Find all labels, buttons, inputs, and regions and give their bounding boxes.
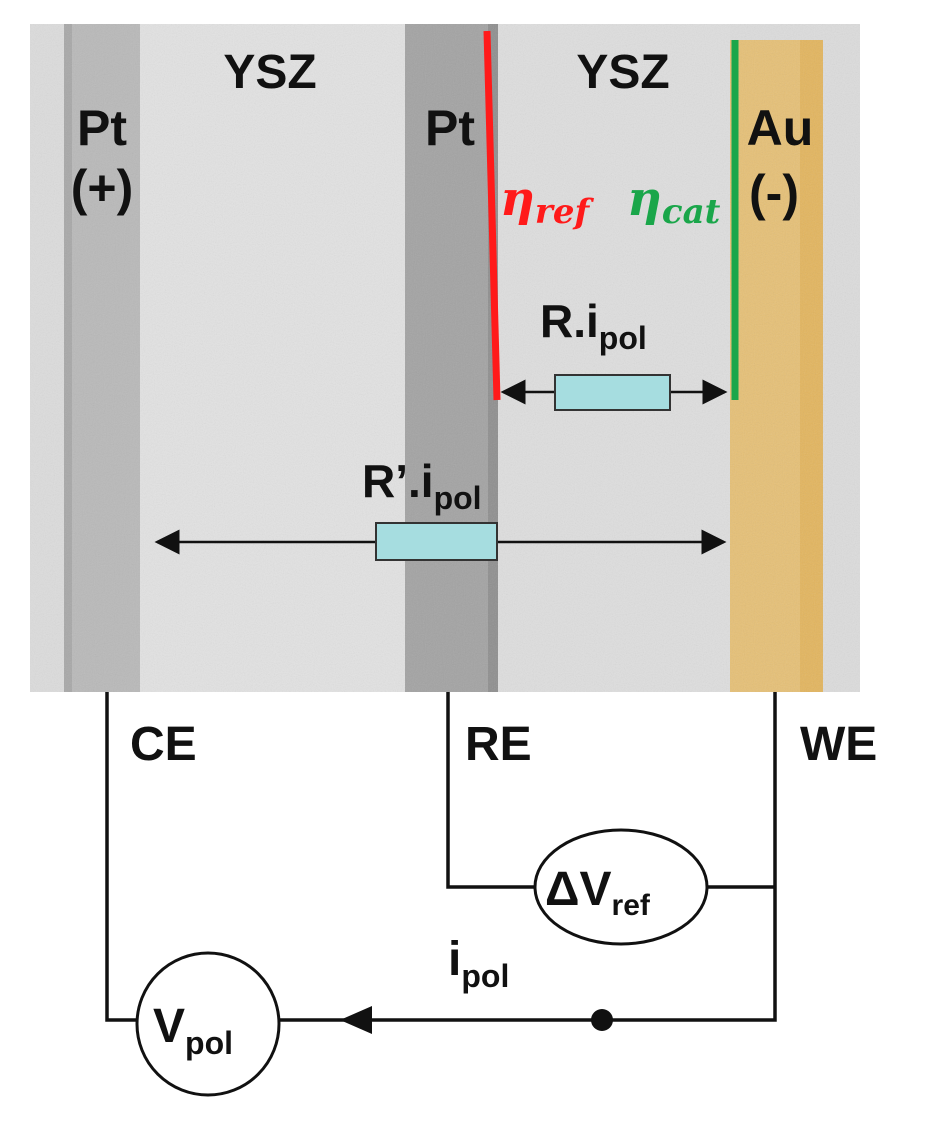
v-pol-sub: pol	[185, 1025, 233, 1061]
re-wire	[446, 692, 535, 889]
v-pol-label: Vpol	[153, 1000, 233, 1061]
micrograph	[30, 24, 860, 692]
pt-left-sign: (+)	[71, 160, 134, 216]
delta-v-sub: ref	[612, 889, 651, 922]
current-direction-arrow	[340, 1006, 372, 1034]
au-sign: (-)	[749, 165, 799, 221]
eta-cat-label: ηcat	[627, 171, 721, 232]
delta-v-ref-label: ΔVref	[545, 863, 651, 922]
au-label: Au	[747, 100, 814, 156]
rp-resistor	[375, 522, 498, 561]
v-pol-source	[135, 951, 281, 1097]
pt-mid-label: Pt	[425, 100, 475, 156]
re-label: RE	[465, 718, 532, 771]
we-label: WE	[800, 718, 877, 771]
rp-ipol-main: R’.i	[362, 455, 434, 507]
ce-wire	[105, 692, 137, 1022]
ce-label: CE	[130, 718, 197, 771]
rp-ipol-sub: pol	[434, 480, 482, 516]
i-pol-sub: pol	[461, 958, 509, 994]
eta-cat-sub: cat	[662, 192, 721, 232]
r-ipol-sub: pol	[599, 320, 647, 356]
r-ipol-label: R.ipol	[540, 295, 647, 356]
r-resistor	[554, 374, 671, 411]
r-ipol-main: R.i	[540, 295, 599, 347]
ysz-left-label: YSZ	[223, 46, 316, 99]
eta-ref-symbol: η	[500, 171, 535, 227]
v-pol-main: V	[153, 1000, 185, 1053]
micrograph-grain	[30, 24, 860, 692]
eta-ref-line	[483, 30, 501, 401]
eta-ref-sub: ref	[535, 192, 595, 232]
delta-v-ref-meter	[533, 828, 709, 946]
rp-ipol-label: R’.ipol	[362, 455, 482, 516]
we-wire	[279, 692, 777, 1022]
ysz-right-label: YSZ	[576, 46, 669, 99]
i-pol-main: i	[448, 933, 461, 986]
delta-v-main: ΔV	[545, 863, 612, 916]
i-pol-label: ipol	[448, 933, 509, 994]
junction-dot	[591, 1009, 613, 1031]
eta-ref-label: ηref	[500, 171, 594, 232]
eta-cat-symbol: η	[627, 171, 662, 227]
circuit-wires	[105, 692, 777, 1022]
pt-left-label: Pt	[77, 100, 127, 156]
